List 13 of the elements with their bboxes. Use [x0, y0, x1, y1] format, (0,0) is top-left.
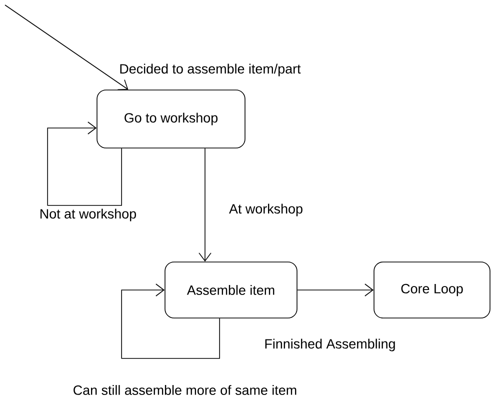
arrow: [121, 284, 220, 359]
arrow: [297, 284, 374, 296]
edge-label: At workshop: [228, 202, 304, 218]
state-box: Go to workshop: [96, 90, 246, 148]
edge-label: Not at workshop: [38, 208, 138, 222]
edge-label: Decided to assemble item/part: [118, 62, 302, 78]
edge-label: Finnished Assembling: [263, 338, 397, 352]
edge-label: Can still assemble more of same item: [72, 384, 298, 396]
arrow: [198, 148, 212, 262]
state-box: Core Loop: [374, 262, 490, 318]
arrow: [47, 122, 122, 206]
state-box: Assemble item: [164, 262, 298, 318]
arrow: [4, 4, 128, 90]
